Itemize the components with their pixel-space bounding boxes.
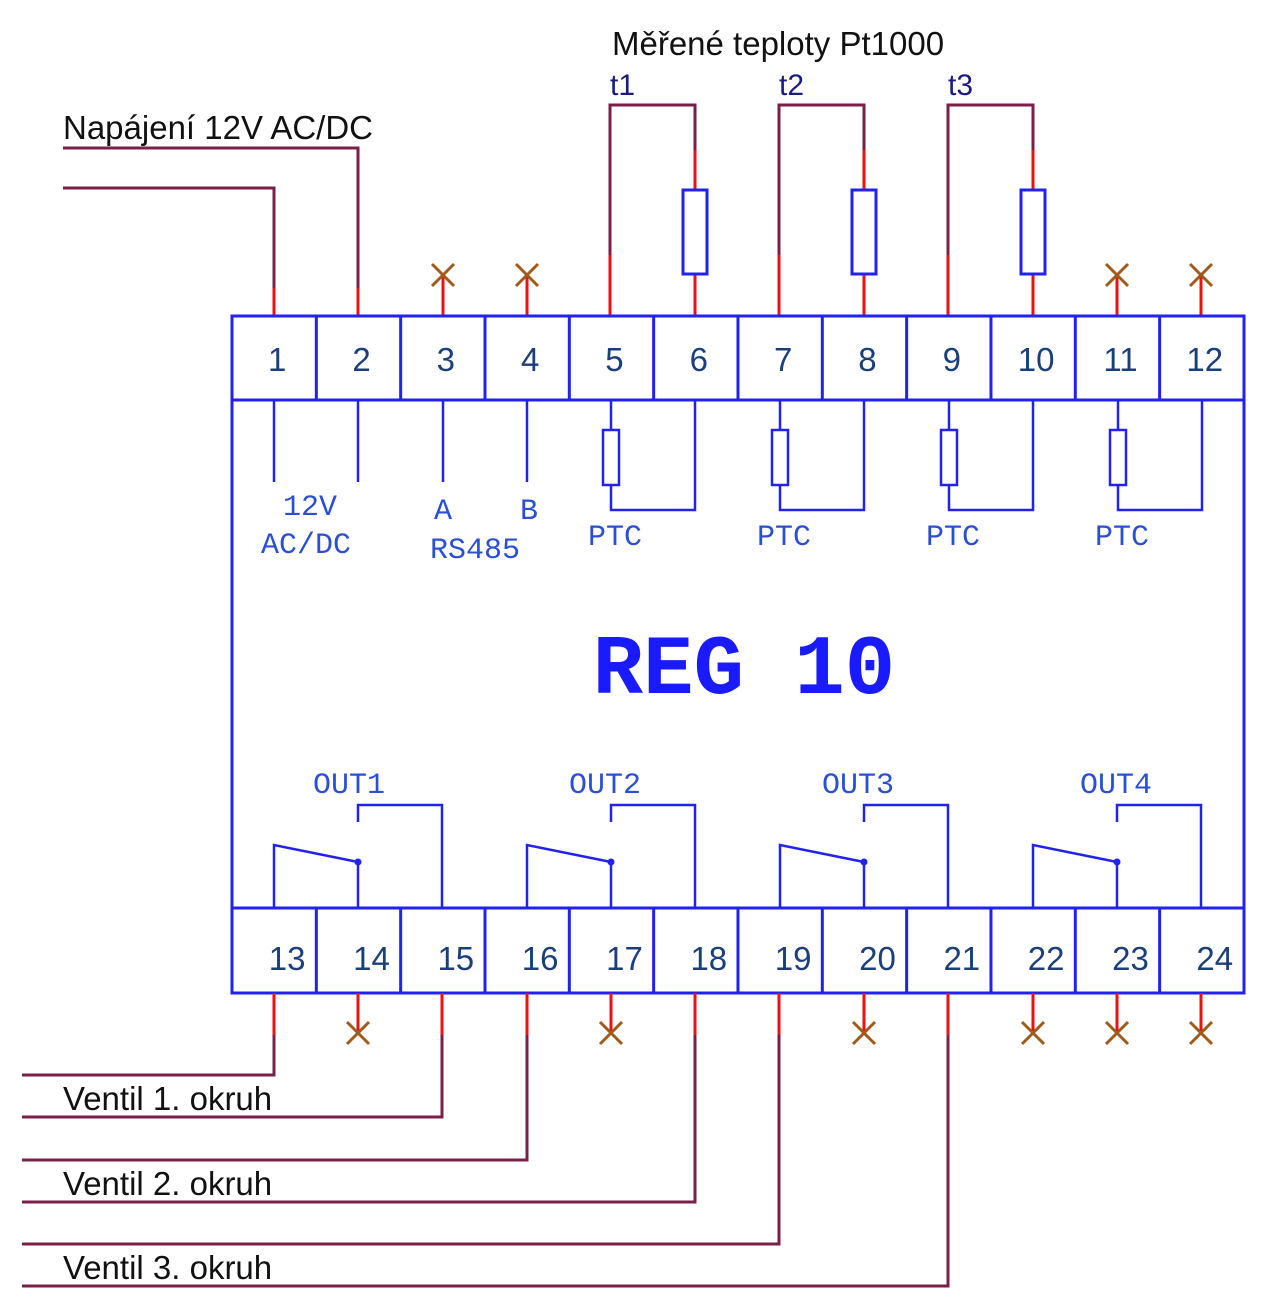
ptc-input-2 [770, 400, 866, 512]
terminal-4: 4 [521, 341, 539, 378]
ptc-label-1: PTC [588, 521, 642, 555]
relay-out2 [525, 803, 697, 908]
rs485-a-label: A [434, 495, 452, 529]
terminal-9: 9 [943, 341, 961, 378]
t2-label: t2 [779, 69, 804, 102]
power-supply-label: Napájení 12V AC/DC [63, 109, 373, 146]
terminal-1: 1 [268, 341, 286, 378]
valve-3-label: Ventil 3. okruh [63, 1249, 272, 1286]
ptc-label-4: PTC [1095, 521, 1149, 555]
terminal-11: 11 [1103, 341, 1137, 378]
terminal-22: 22 [1028, 940, 1065, 977]
supply-wires [63, 146, 360, 316]
terminal-2: 2 [352, 341, 370, 378]
relay-out1 [272, 803, 444, 908]
valve-1-label: Ventil 1. okruh [63, 1080, 272, 1117]
relay-out3 [778, 803, 950, 908]
unused-terminal-x-mark [1104, 262, 1130, 288]
unused-terminal-x-mark [514, 262, 540, 288]
supply-acdc-label: AC/DC [261, 529, 351, 563]
ptc-input-1 [601, 400, 697, 512]
ptc-input-4 [1108, 400, 1204, 512]
terminal-3: 3 [437, 341, 455, 378]
unused-terminal-x-mark [1188, 1020, 1214, 1046]
t3-label: t3 [948, 69, 973, 102]
valve2-wire-a [22, 1035, 529, 1162]
ptc-label-3: PTC [926, 521, 980, 555]
valve2-wire-b [22, 1035, 697, 1204]
sensor-t3 [946, 103, 1047, 316]
pt1000-resistor-t2 [850, 188, 878, 276]
sensor-t2 [777, 103, 878, 316]
inner-supply-bus [272, 400, 529, 482]
terminal-23: 23 [1112, 940, 1149, 977]
terminal-13: 13 [269, 940, 306, 977]
terminal-7: 7 [774, 341, 792, 378]
unused-bottom-terminals [345, 993, 1214, 1046]
supply-wire-1 [63, 186, 276, 288]
out1-label: OUT1 [313, 769, 385, 803]
supply-12v-label: 12V [283, 491, 337, 525]
unused-terminal-x-mark [1188, 262, 1214, 288]
terminal-5: 5 [605, 341, 623, 378]
valve-wires [22, 993, 950, 1288]
ptc-label-2: PTC [757, 521, 811, 555]
unused-terminal-x-mark [598, 1020, 624, 1046]
rs485-b-label: B [520, 495, 538, 529]
unused-terminal-x-mark [851, 1020, 877, 1046]
unused-terminal-x-mark [1020, 1020, 1046, 1046]
relay-out4 [1031, 803, 1203, 908]
terminal-20: 20 [859, 940, 896, 977]
terminal-19: 19 [775, 940, 812, 977]
terminal-6: 6 [690, 341, 708, 378]
out2-label: OUT2 [569, 769, 641, 803]
terminal-18: 18 [690, 940, 727, 977]
valve1-wire-b [22, 1035, 444, 1119]
terminal-15: 15 [437, 940, 474, 977]
valve-2-label: Ventil 2. okruh [63, 1165, 272, 1202]
supply-wire-2 [63, 146, 360, 288]
terminal-10: 10 [1018, 341, 1055, 378]
unused-terminal-x-mark [430, 262, 456, 288]
valve3-wire-a [22, 1035, 781, 1246]
unused-terminal-x-mark [345, 1020, 371, 1046]
out4-label: OUT4 [1080, 769, 1152, 803]
valve1-wire-a [22, 1035, 276, 1077]
out3-label: OUT3 [822, 769, 894, 803]
sensor-t1 [608, 103, 709, 316]
pt1000-resistor-t1 [681, 188, 709, 276]
terminal-21: 21 [943, 940, 980, 977]
device-title: REG 10 [593, 624, 895, 719]
terminal-17: 17 [606, 940, 643, 977]
terminal-14: 14 [353, 940, 390, 977]
ptc-input-3 [939, 400, 1035, 512]
measured-temperatures-label: Měřené teploty Pt1000 [612, 25, 944, 62]
unused-top-terminals [430, 262, 1214, 316]
terminal-16: 16 [522, 940, 559, 977]
t1-label: t1 [610, 69, 635, 102]
terminal-12: 12 [1186, 341, 1223, 378]
terminal-24: 24 [1196, 940, 1233, 977]
valve3-wire-b [22, 1035, 950, 1288]
bottom-terminal-strip: 13 14 15 16 17 18 19 20 21 22 23 24 [269, 908, 1233, 993]
unused-terminal-x-mark [1104, 1020, 1130, 1046]
pt1000-resistor-t3 [1019, 188, 1047, 276]
rs485-label: RS485 [430, 534, 520, 568]
terminal-8: 8 [858, 341, 876, 378]
